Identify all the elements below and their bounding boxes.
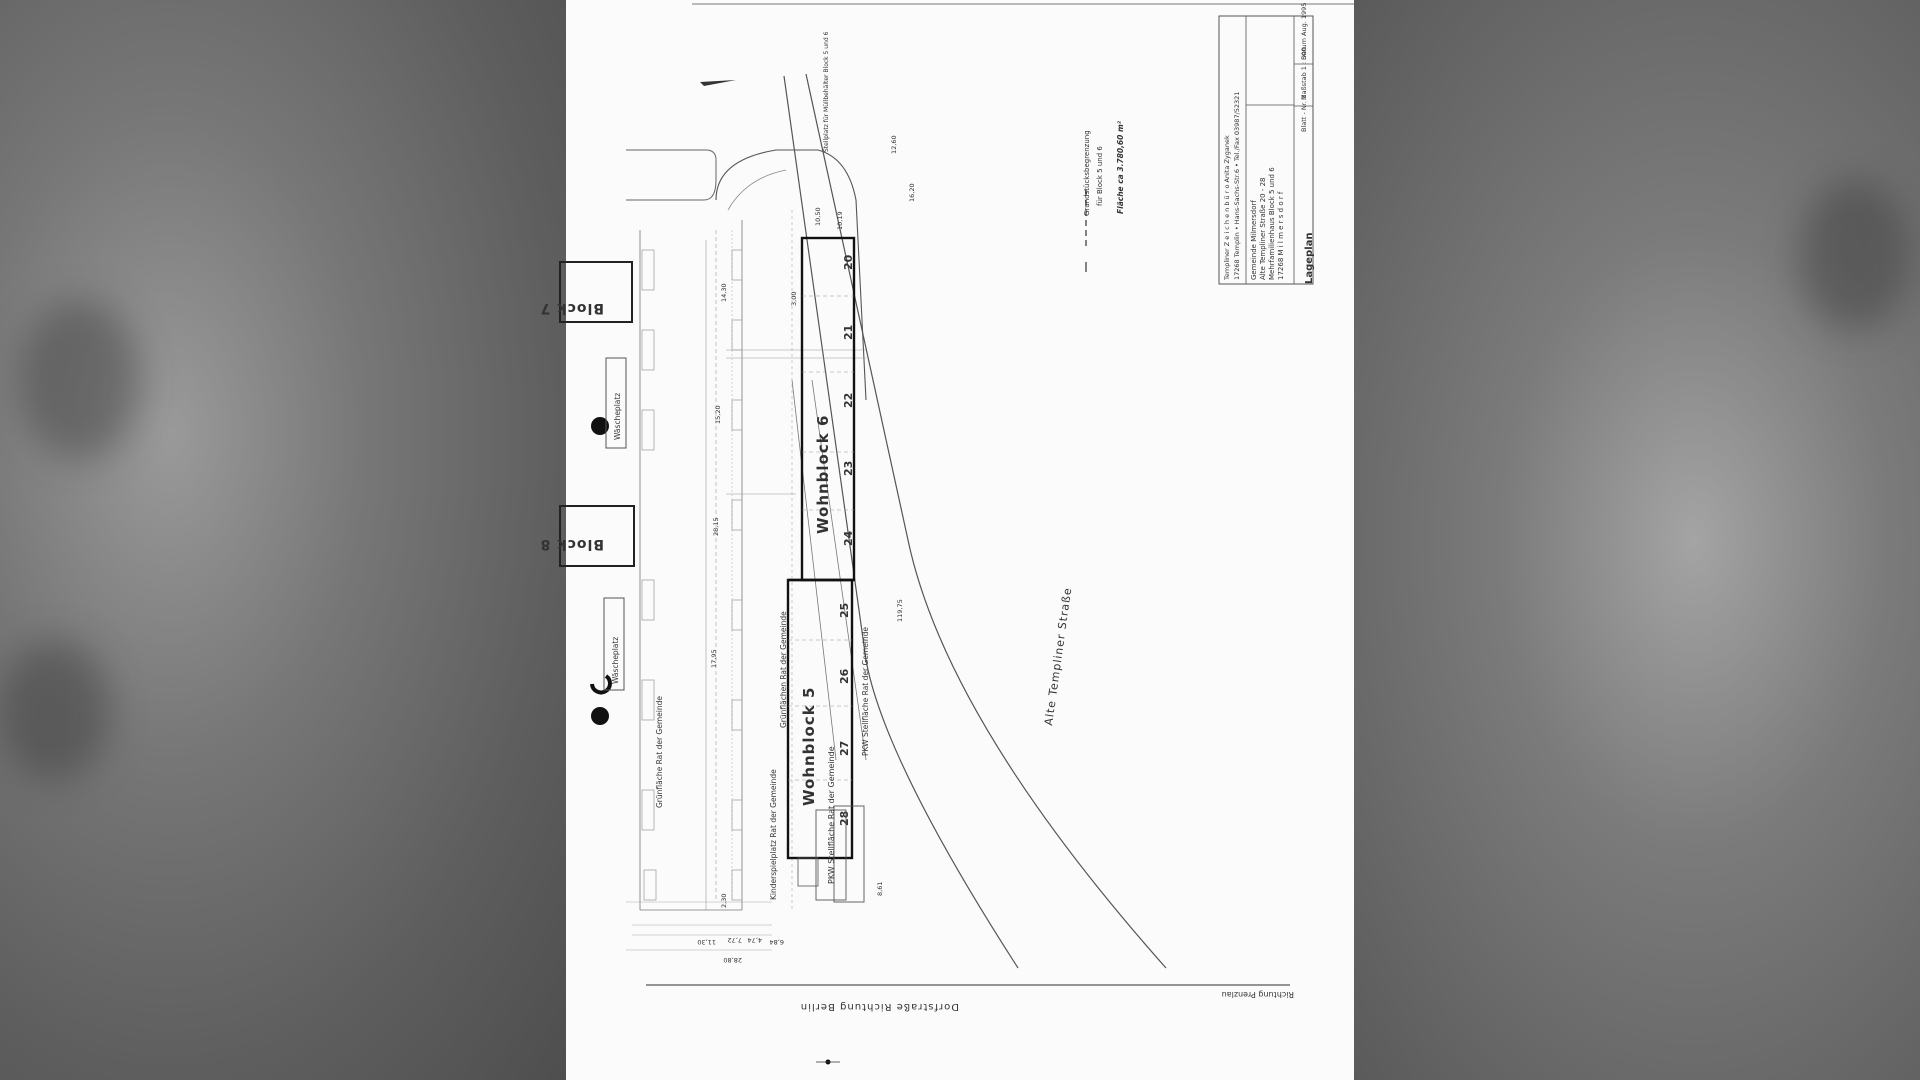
site-plan-sheet: Templiner Z e i c h e n b ü r o Anita Zy…: [540, 0, 1354, 1080]
project-line-2: Alte Templiner Straße 20 - 28: [1259, 178, 1267, 281]
dimension: 8,61: [876, 882, 884, 896]
dimension: 3,00: [790, 292, 798, 306]
gruenflaeche-mid-label: Grünflächen Rat der Gemeinde: [779, 611, 788, 728]
pkw-box-label-1: PKW Stellfläche Rat der Gemeinde: [827, 746, 836, 884]
area-label: Fläche ca 3.780,60 m²: [1116, 120, 1125, 214]
house-number: 20: [842, 254, 855, 270]
punch-hole: [590, 674, 612, 695]
wohnblock-5-label: Wohnblock 5: [800, 687, 818, 806]
dimension: 6,84: [770, 938, 784, 946]
house-numbers: 20 21 22 23 24 25 26 27 28: [838, 254, 855, 826]
dimension: 7,72: [728, 936, 742, 944]
dimension: 28,80: [723, 956, 742, 964]
boundary-label-2: für Block 5 und 6: [1096, 146, 1104, 206]
dimension: 12,60: [890, 135, 898, 154]
block-7: [559, 261, 633, 323]
boundary-label: Grundstücksbegrenzung: [1083, 130, 1091, 216]
site-plan-drawing: Templiner Z e i c h e n b ü r o Anita Zy…: [540, 3, 1354, 1065]
blur-blob: [1800, 180, 1910, 330]
dimension: 2,30: [720, 894, 728, 908]
dimension: 119,75: [896, 599, 904, 622]
house-number: 24: [842, 530, 855, 546]
project-line-4: 17268 M i l m e r s d o r f: [1277, 191, 1285, 280]
waescheplatz-bottom-label: Wäscheplatz: [611, 637, 620, 684]
house-number: 25: [838, 603, 851, 618]
pkw-box-label-2: PKW Stellfläche Rat der Gemeinde: [861, 627, 870, 756]
dimension: 10,19: [836, 211, 844, 230]
dimension: 10,50: [814, 207, 822, 226]
muellplatz-label: Stellplatz für Müllbehälter Block 5 und …: [823, 31, 830, 152]
house-number: 23: [842, 461, 855, 476]
block-7-label: Block 7: [540, 300, 604, 316]
scale: Maßstab 1 : 500: [1300, 47, 1308, 100]
house-number: 26: [838, 668, 851, 684]
dimension: 11,30: [697, 938, 716, 946]
block-8: [559, 505, 635, 567]
punch-hole: [591, 707, 609, 725]
drawing-type: Lageplan: [1304, 232, 1315, 284]
title-block: Templiner Z e i c h e n b ü r o Anita Zy…: [1218, 3, 1315, 285]
road-edge: [805, 73, 1167, 969]
project-line-1: Gemeinde Milmersdorf: [1250, 200, 1258, 280]
dimension: 15,20: [714, 405, 722, 424]
blur-blob: [0, 640, 110, 780]
punch-hole: [591, 417, 609, 435]
dimension: 16,20: [908, 183, 916, 202]
date: Datum Aug. 1995: [1300, 3, 1308, 60]
dimension: 17,95: [710, 649, 718, 668]
kinderspielplatz-label: Kinderspielplatz Rat der Gemeinde: [769, 769, 778, 900]
north-arrow: [700, 80, 736, 86]
dimension: 4,74: [748, 936, 762, 944]
project-line-3: Mehrfamilienhaus Block 5 und 6: [1268, 167, 1276, 280]
waescheplatz-top: [605, 357, 627, 449]
blur-blob: [20, 300, 140, 460]
direction-prenzlau: Richtung Prenzlau: [1222, 990, 1294, 999]
dimension-labels: 14,30 15,20 28,15 17,95 119,75 16,20 12,…: [697, 135, 916, 964]
terrace-boxes: [641, 249, 743, 901]
house-number: 21: [842, 325, 855, 340]
dimension: 14,30: [720, 283, 728, 302]
office-address: 17268 Templin • Hans-Sachs-Str.6 • Tel./…: [1233, 92, 1241, 280]
blurred-background-right: [1354, 0, 1920, 1080]
house-number: 28: [838, 811, 851, 826]
house-number: 22: [842, 393, 855, 408]
waescheplatz-top-label: Wäscheplatz: [613, 393, 622, 440]
sheet-number: Blatt - Nr. 1: [1300, 95, 1308, 132]
gruenflaeche-left-label: Grünfläche Rat der Gemeinde: [655, 696, 664, 808]
house-number: 27: [838, 741, 851, 756]
block-8-label: Block 8: [540, 536, 604, 552]
road-edge: [783, 75, 1019, 969]
dimension: 28,15: [712, 517, 720, 536]
wohnblock-6-label: Wohnblock 6: [814, 415, 832, 534]
pkw-box-right: [833, 805, 865, 903]
pkw-box-left: [815, 809, 847, 901]
street-dorfstrasse: Dorfstraße Richtung Berlin: [800, 1001, 959, 1012]
office-name: Templiner Z e i c h e n b ü r o Anita Zy…: [1223, 135, 1231, 281]
street-alte-templiner: Alte Templiner Straße: [1042, 586, 1074, 726]
waescheplatz-bottom: [603, 597, 625, 691]
garage-box: [797, 857, 819, 887]
blurred-background-left: [0, 0, 566, 1080]
